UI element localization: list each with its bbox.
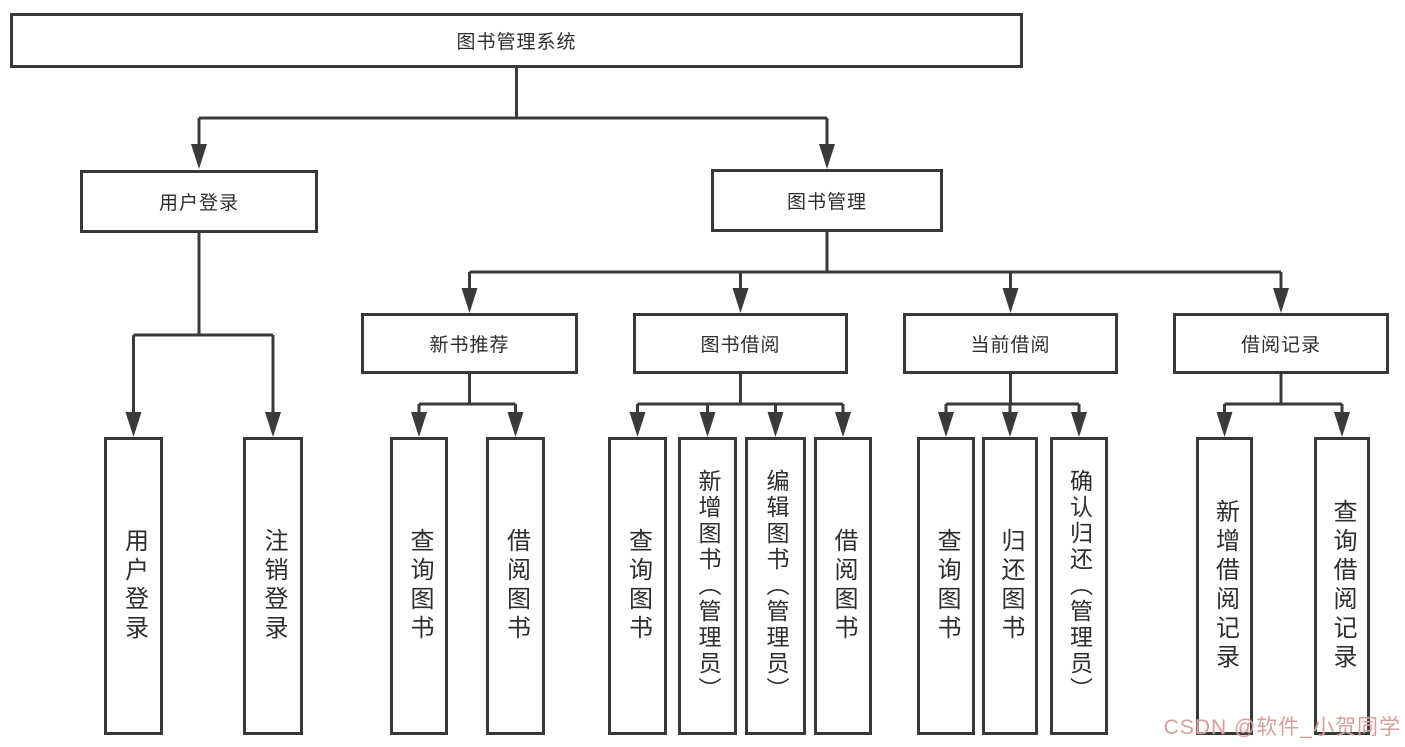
leaf-add-borrow-record: 新增借阅记录 — [1196, 437, 1253, 735]
connector-userlogin-to-leaves — [132, 233, 275, 428]
leaf-add-books-admin: 新增图书（管理员） — [678, 437, 737, 735]
node-label: 查询图书 — [933, 528, 960, 644]
leaf-query-books-3: 查询图书 — [917, 437, 975, 735]
leaf-confirm-return-admin: 确认归还（管理员） — [1050, 437, 1108, 735]
node-label: 当前借阅 — [970, 335, 1051, 356]
leaf-edit-books-admin: 编辑图书（管理员） — [745, 437, 806, 735]
csdn-watermark: CSDN @软件_小贺同学 — [1163, 716, 1401, 739]
node-book-borrowing: 图书借阅 — [633, 313, 848, 374]
leaf-user-login: 用户登录 — [104, 437, 163, 735]
leaf-return-books: 归还图书 — [982, 437, 1038, 735]
connector-bookmgmt-to-groups — [468, 232, 1283, 304]
node-label: 新增借阅记录 — [1211, 499, 1239, 673]
node-label: 编辑图书（管理员） — [763, 469, 789, 703]
node-label: 图书管理 — [786, 192, 867, 213]
connector-groups-to-leaves — [417, 374, 1344, 428]
arrowheads — [125, 144, 1350, 437]
node-book-management-branch: 图书管理 — [711, 169, 943, 232]
leaf-query-books-1: 查询图书 — [390, 437, 448, 735]
node-root-library-system: 图书管理系统 — [10, 13, 1023, 68]
node-label: 借阅图书 — [502, 528, 530, 644]
node-label: 用户登录 — [120, 528, 148, 644]
node-label: 查询图书 — [624, 528, 652, 644]
node-label: 借阅记录 — [1240, 335, 1321, 356]
node-borrow-records: 借阅记录 — [1173, 313, 1389, 374]
connector-root-to-level2 — [197, 68, 829, 160]
node-label: 新增图书（管理员） — [695, 469, 721, 703]
leaf-query-borrow-record: 查询借阅记录 — [1314, 437, 1370, 735]
node-new-book-recommend: 新书推荐 — [361, 313, 578, 374]
node-label: 图书管理系统 — [456, 32, 577, 53]
leaf-query-books-2: 查询图书 — [608, 437, 667, 735]
leaf-borrow-books-1: 借阅图书 — [486, 437, 545, 735]
node-user-login-branch: 用户登录 — [80, 170, 318, 233]
node-label: 新书推荐 — [429, 335, 510, 356]
node-label: 确认归还（管理员） — [1066, 469, 1093, 703]
node-label: 查询图书 — [406, 528, 433, 644]
node-label: 用户登录 — [158, 193, 239, 214]
leaf-logout: 注销登录 — [243, 437, 303, 735]
leaf-borrow-books-2: 借阅图书 — [814, 437, 872, 735]
node-label: 图书借阅 — [700, 335, 781, 356]
node-label: 查询借阅记录 — [1329, 499, 1356, 673]
node-current-borrowing: 当前借阅 — [903, 313, 1118, 374]
node-label: 归还图书 — [997, 528, 1024, 644]
node-label: 借阅图书 — [830, 528, 857, 644]
node-label: 注销登录 — [260, 528, 287, 644]
